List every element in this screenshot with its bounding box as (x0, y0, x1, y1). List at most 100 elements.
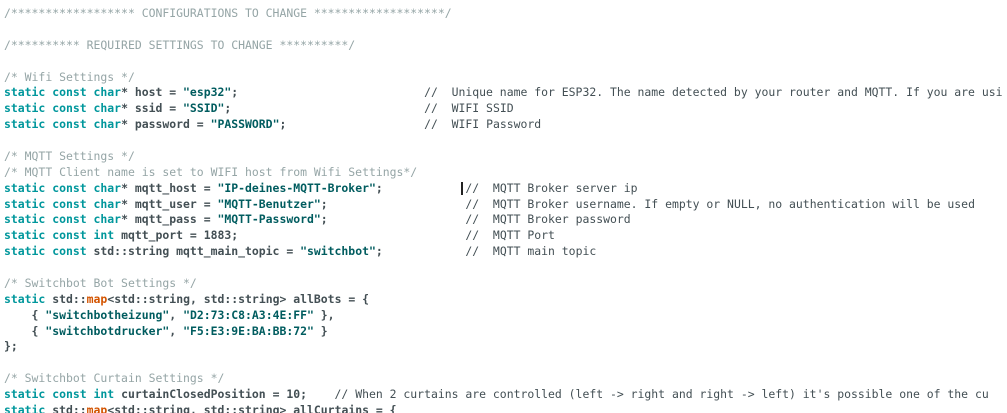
code-line[interactable]: static const int curtainClosedPosition =… (4, 387, 1007, 403)
code-token: , (169, 323, 184, 338)
code-token: std::string mqtt_main_topic = (86, 244, 301, 259)
code-token: "F5:E3:9E:BA:BB:72" (183, 323, 314, 338)
code-token: static const char (4, 85, 122, 100)
code-token: "D2:73:C8:A3:4E:FF" (183, 307, 314, 322)
code-token: <std::string, std::string> allBots = { (107, 291, 369, 306)
code-token: "switchbotheizung" (45, 307, 170, 322)
code-line[interactable]: /* Switchbot Curtain Settings */ (4, 371, 1007, 387)
code-token: static (4, 291, 46, 306)
code-token: static const char (4, 101, 122, 116)
comment-text: /* MQTT Client name is set to WIFI host … (4, 164, 418, 179)
code-token: * mqtt_host = (121, 180, 218, 195)
code-token: "switchbotdrucker" (45, 323, 170, 338)
code-line[interactable]: /* MQTT Client name is set to WIFI host … (4, 165, 1007, 181)
comment-text: // MQTT Broker server ip (465, 180, 638, 195)
code-line[interactable] (4, 54, 1007, 70)
code-line[interactable] (4, 22, 1007, 38)
comment-text: /* Switchbot Curtain Settings */ (4, 371, 225, 386)
code-line[interactable]: static const char* password = "PASSWORD"… (4, 117, 1007, 133)
code-token: "esp32" (183, 85, 232, 100)
code-token: * mqtt_pass = (121, 212, 218, 227)
code-token: , (169, 307, 184, 322)
code-token: ; (224, 101, 232, 116)
code-token: ; (375, 244, 383, 259)
code-line[interactable]: /* MQTT Settings */ (4, 149, 1007, 165)
code-token: * password = (121, 117, 211, 132)
code-token: ; (375, 180, 383, 195)
comment-text: // When 2 curtains are controlled (left … (334, 387, 989, 401)
code-token: std:: (45, 402, 87, 413)
code-token: "SSID" (183, 101, 225, 116)
code-token (328, 212, 466, 226)
code-token (328, 197, 466, 211)
code-token: ; (231, 85, 239, 100)
code-token: { (4, 307, 46, 322)
code-line[interactable]: /****************** CONFIGURATIONS TO CH… (4, 6, 1007, 22)
code-token: "MQTT-Benutzer" (217, 196, 321, 211)
comment-text: /* Switchbot Bot Settings */ (4, 275, 197, 290)
code-token: std:: (45, 291, 87, 306)
code-token: static (4, 402, 46, 413)
code-line[interactable]: static const char* mqtt_user = "MQTT-Ben… (4, 197, 1007, 213)
code-token: map (86, 291, 108, 306)
code-token: }; (4, 339, 18, 354)
code-line[interactable]: { "switchbotdrucker", "F5:E3:9E:BA:BB:72… (4, 324, 1007, 340)
code-line[interactable]: static const char* ssid = "SSID"; // WIF… (4, 101, 1007, 117)
comment-text: // MQTT Broker password (465, 212, 631, 227)
code-token (238, 228, 465, 242)
code-token: { (4, 323, 46, 338)
code-token: "PASSWORD" (210, 117, 280, 132)
code-token (231, 101, 424, 115)
code-line[interactable]: /* Wifi Settings */ (4, 70, 1007, 86)
text-cursor (461, 181, 463, 196)
code-line[interactable] (4, 355, 1007, 371)
code-token (307, 387, 335, 401)
comment-text: // MQTT main topic (465, 244, 597, 259)
comment-text: // MQTT Broker username. If empty or NUL… (465, 196, 975, 211)
code-token: mqtt_port = 1883; (114, 228, 239, 243)
code-token (383, 244, 466, 258)
code-line[interactable]: /********** REQUIRED SETTINGS TO CHANGE … (4, 38, 1007, 54)
code-token: * ssid = (121, 101, 184, 116)
code-token: static const char (4, 180, 122, 195)
comment-text: /********** REQUIRED SETTINGS TO CHANGE … (4, 37, 356, 52)
comment-text: // WIFI SSID (424, 101, 514, 116)
code-line[interactable] (4, 260, 1007, 276)
code-token: static const (4, 244, 87, 259)
code-token: "IP-deines-MQTT-Broker" (217, 180, 376, 195)
code-token: * host = (121, 85, 184, 100)
code-token: ; (320, 212, 328, 227)
code-token: "switchbot" (300, 244, 376, 259)
code-line[interactable]: { "switchbotheizung", "D2:73:C8:A3:4E:FF… (4, 308, 1007, 324)
code-token: static const char (4, 212, 122, 227)
code-line[interactable]: static const char* host = "esp32"; // Un… (4, 85, 1007, 101)
code-line[interactable]: static std::map<std::string, std::string… (4, 292, 1007, 308)
code-line[interactable]: /* Switchbot Bot Settings */ (4, 276, 1007, 292)
code-line[interactable]: static const char* mqtt_host = "IP-deine… (4, 181, 1007, 197)
code-token: }, (313, 307, 335, 322)
comment-text: // MQTT Port (465, 228, 555, 243)
code-token: static const char (4, 117, 122, 132)
code-token: curtainClosedPosition = 10; (114, 387, 307, 401)
code-token: * mqtt_user = (121, 196, 218, 211)
code-token: <std::string, std::string> allCurtains =… (107, 402, 397, 413)
code-line[interactable]: static std::map<std::string, std::string… (4, 403, 1007, 413)
code-line[interactable]: }; (4, 339, 1007, 355)
code-token: ; (320, 196, 328, 211)
code-token (383, 181, 466, 195)
comment-text: // Unique name for ESP32. The name detec… (424, 85, 1003, 100)
code-token: } (313, 323, 328, 338)
code-token (286, 117, 424, 131)
comment-text: /****************** CONFIGURATIONS TO CH… (4, 6, 452, 20)
code-line[interactable]: static const std::string mqtt_main_topic… (4, 244, 1007, 260)
code-line[interactable]: static const int mqtt_port = 1883; // MQ… (4, 228, 1007, 244)
comment-text: // WIFI Password (424, 117, 542, 132)
code-line[interactable]: static const char* mqtt_pass = "MQTT-Pas… (4, 212, 1007, 228)
code-line[interactable] (4, 133, 1007, 149)
code-token: ; (279, 117, 287, 132)
comment-text: /* MQTT Settings */ (4, 148, 135, 163)
code-token: static const int (4, 228, 115, 243)
code-token: static const int (4, 387, 115, 401)
code-token: static const char (4, 196, 122, 211)
